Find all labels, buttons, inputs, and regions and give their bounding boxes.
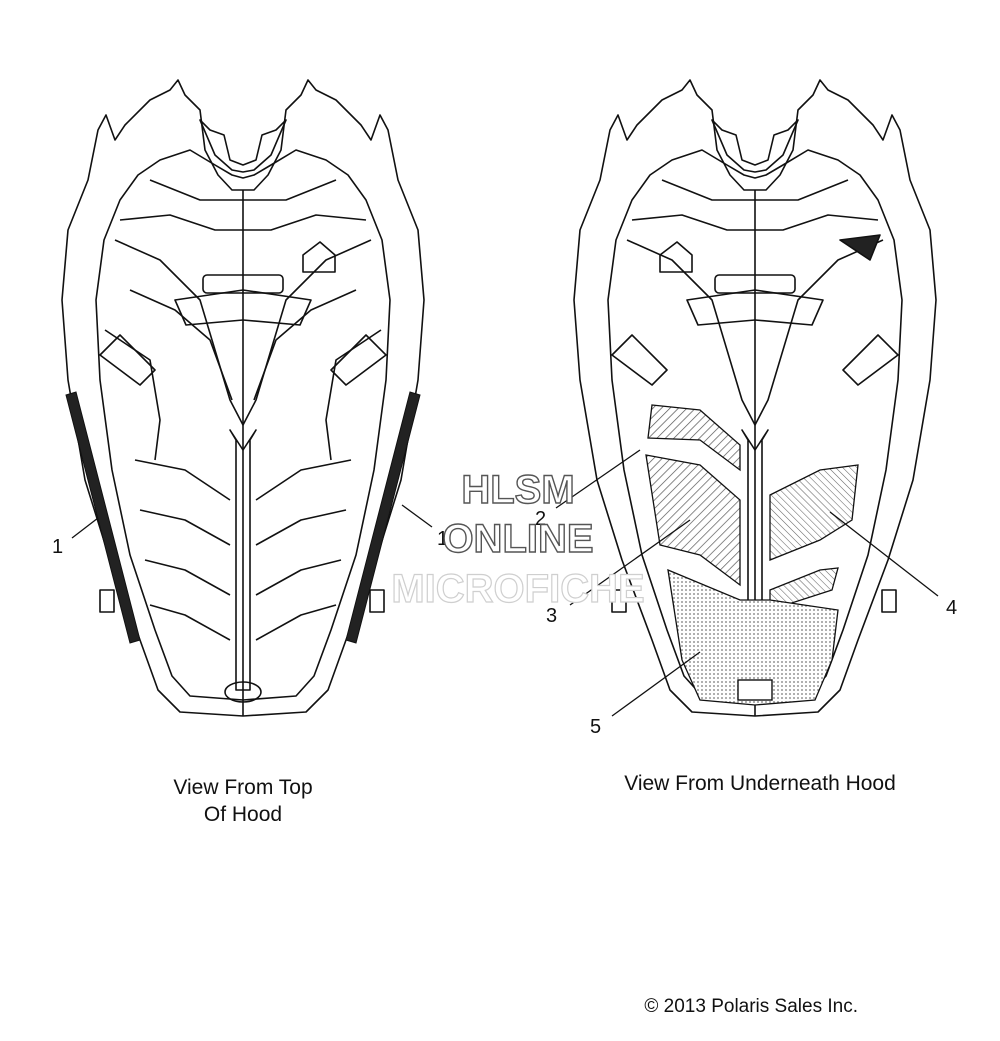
watermark: HLSM ONLINE MICROFICHE [391,467,646,611]
underside-decal-5 [667,568,839,706]
underside-nose-block [737,679,773,701]
callout-3: 3 [546,605,557,627]
caption-top-view-line-1: View From Top [173,776,312,799]
copyright-notice: © 2013 Polaris Sales Inc. [644,996,858,1017]
underside-decal-4 [769,464,859,561]
callout-5: 5 [590,716,601,738]
callout-1-right: 1 [437,528,448,550]
hood-underneath-view [573,79,937,717]
underside-decal-2 [647,404,741,472]
caption-underneath-view: View From Underneath Hood [624,772,896,795]
watermark-line-3: MICROFICHE [391,567,644,611]
hood-top-view [61,79,425,717]
left-side-decal-strip [65,391,141,644]
right-side-decal-strip [345,391,421,644]
leader-lines [71,449,939,717]
watermark-line-2: ONLINE [442,517,593,561]
watermark-line-1: HLSM [461,468,574,512]
callout-4: 4 [946,597,957,619]
caption-top-view-line-2: Of Hood [204,803,282,826]
callout-1-left: 1 [52,536,63,558]
underside-decal-3 [645,454,741,587]
callout-2: 2 [535,508,546,530]
